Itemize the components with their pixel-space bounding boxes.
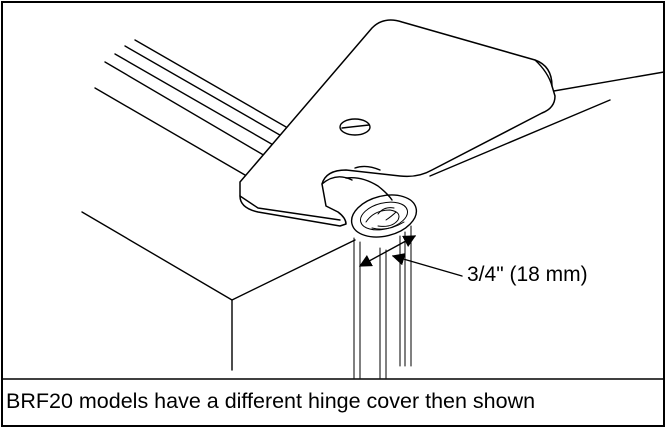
door-edge [353,225,412,379]
rear-rail [94,39,301,176]
screw-icon [339,118,371,136]
dimension-label: 3/4" (18 mm) [467,263,588,286]
dimension-arrow [358,235,417,267]
hinge-pin [350,194,418,238]
cabinet-top [81,71,665,371]
dimension-leader [391,253,463,277]
figure-caption: BRF20 models have a different hinge cove… [6,389,535,413]
hinge-cover [239,19,556,227]
